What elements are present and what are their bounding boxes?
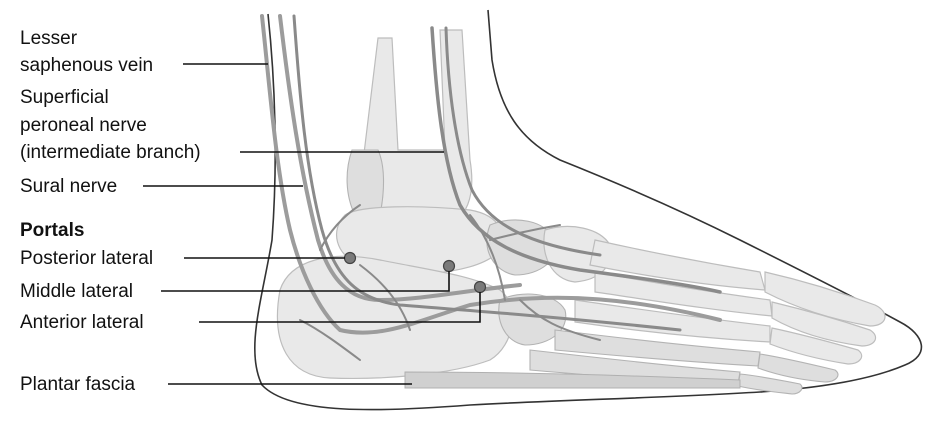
label-portals-heading: Portals [20,220,84,241]
label-plantar-fascia: Plantar fascia [20,374,136,395]
label-lesser-saphenous-vein-line-1: Lesser [20,28,78,49]
labels: Lesser saphenous vein Superficial perone… [20,28,201,395]
label-superficial-peroneal-nerve-line-1: Superficial [20,87,109,108]
label-middle-lateral: Middle lateral [20,281,133,302]
anterior-lateral-portal [475,282,486,293]
label-superficial-peroneal-nerve-line-2: peroneal nerve [20,115,147,136]
label-anterior-lateral: Anterior lateral [20,312,144,333]
label-sural-nerve: Sural nerve [20,176,117,197]
fibula-bone [347,150,383,215]
posterior-lateral-portal [345,253,356,264]
label-superficial-peroneal-nerve-line-3: (intermediate branch) [20,142,201,163]
middle-lateral-portal [444,261,455,272]
label-lesser-saphenous-vein-line-2: saphenous vein [20,55,153,76]
label-posterior-lateral: Posterior lateral [20,248,153,269]
